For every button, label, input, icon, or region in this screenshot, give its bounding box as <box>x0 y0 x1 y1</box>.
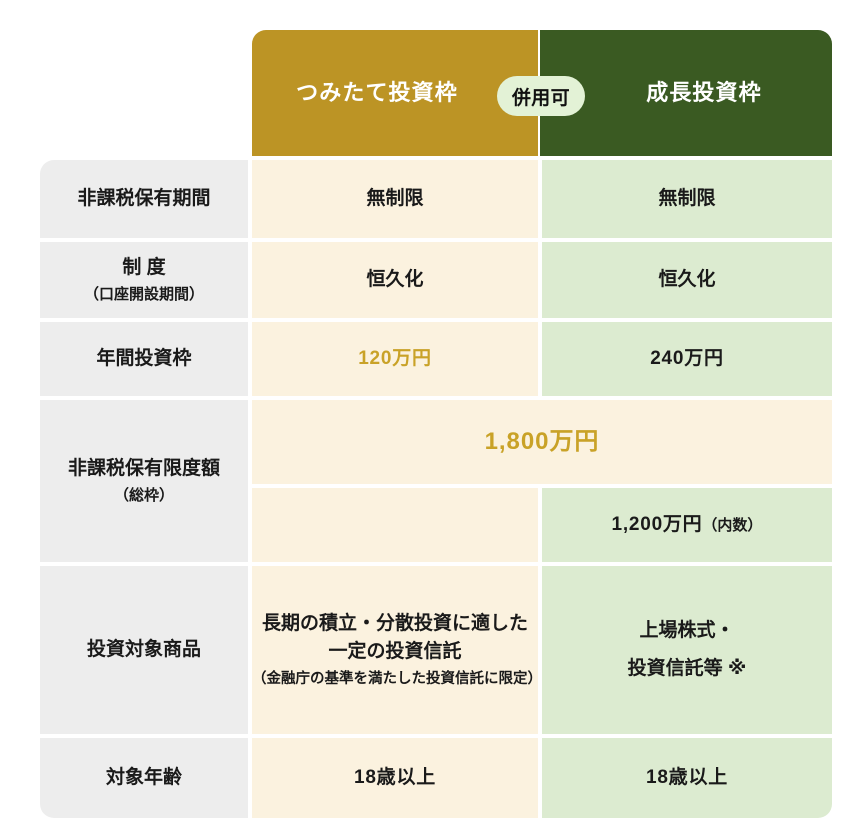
cell-value-group: 1,200万円 （内数） <box>612 511 763 539</box>
cell-value: 恒久化 <box>366 269 424 291</box>
cell-value: 240万円 <box>650 348 724 370</box>
cell-seicho-taishou-nenrei: 18歳以上 <box>542 738 832 818</box>
cell-seicho-seido: 恒久化 <box>542 242 832 318</box>
row-label-text: 対象年齢 <box>105 767 182 789</box>
row-label-text: 非課税保有期間 <box>77 188 211 210</box>
header-seicho-label: 成長投資枠 <box>646 80 762 106</box>
row-label-text: 年間投資枠 <box>96 348 192 370</box>
cell-value: 1,200万円 <box>611 514 703 536</box>
row-label-sub: （口座開設期間） <box>83 285 204 303</box>
row-label-text: 非課税保有限度額 <box>67 458 220 480</box>
cell-tsumitate-seido: 恒久化 <box>252 242 538 318</box>
cell-value: 18歳以上 <box>646 767 728 789</box>
cell-value: 無制限 <box>658 188 716 210</box>
row-label-hikazei-hoyuu-kikan: 非課税保有期間 <box>40 160 248 238</box>
cell-seicho-growth-limit: 1,200万円 （内数） <box>542 488 832 562</box>
heiyouka-badge: 併用可 <box>497 76 585 116</box>
cell-value: 恒久化 <box>658 269 716 291</box>
cell-value-line2: 一定の投資信託 <box>328 640 462 662</box>
cell-total-limit-span: 1,800万円 <box>252 400 832 484</box>
cell-value: 18歳以上 <box>354 767 436 789</box>
row-label-sub: （総枠） <box>113 486 174 504</box>
cell-value-line2: 投資信託等 ※ <box>627 658 747 679</box>
cell-value: 120万円 <box>358 348 432 370</box>
row-label-hikazei-hoyuu-gendogaku: 非課税保有限度額 （総枠） <box>40 400 248 562</box>
row-label-text: 制 度 <box>122 257 166 279</box>
cell-tsumitate-taishou-nenrei: 18歳以上 <box>252 738 538 818</box>
row-label-nenkan-toushiwaku: 年間投資枠 <box>40 322 248 396</box>
cell-value: 1,800万円 <box>484 427 600 455</box>
cell-value: 無制限 <box>366 188 424 210</box>
header-tsumitate-column: つみたて投資枠 <box>252 30 538 156</box>
cell-value-line1: 上場株式・ <box>639 620 735 642</box>
header-seicho-column: 成長投資枠 <box>540 30 832 156</box>
cell-value-line1: 長期の積立・分散投資に適した <box>261 613 528 635</box>
cell-tsumitate-toushi-taishou-shouhin: 長期の積立・分散投資に適した 一定の投資信託 （金融庁の基準を満たした投資信託に… <box>252 566 542 734</box>
row-label-seido: 制 度 （口座開設期間） <box>40 242 248 318</box>
heiyouka-badge-label: 併用可 <box>511 87 571 109</box>
row-label-taishou-nenrei: 対象年齢 <box>40 738 248 818</box>
header-tsumitate-label: つみたて投資枠 <box>296 80 458 106</box>
cell-tsumitate-nenkan-toushiwaku: 120万円 <box>252 322 538 396</box>
cell-seicho-toushi-taishou-shouhin: 上場株式・ 投資信託等 ※ <box>542 566 832 734</box>
cell-tsumitate-total-limit-empty <box>252 488 538 562</box>
cell-value-note: （内数） <box>702 517 763 535</box>
cell-seicho-hikazei-hoyuu-kikan: 無制限 <box>542 160 832 238</box>
row-label-toushi-taishou-shouhin: 投資対象商品 <box>40 566 248 734</box>
cell-value-note: （金融庁の基準を満たした投資信託に限定） <box>252 670 542 687</box>
cell-seicho-nenkan-toushiwaku: 240万円 <box>542 322 832 396</box>
cell-tsumitate-hikazei-hoyuu-kikan: 無制限 <box>252 160 538 238</box>
row-label-text: 投資対象商品 <box>86 639 201 661</box>
